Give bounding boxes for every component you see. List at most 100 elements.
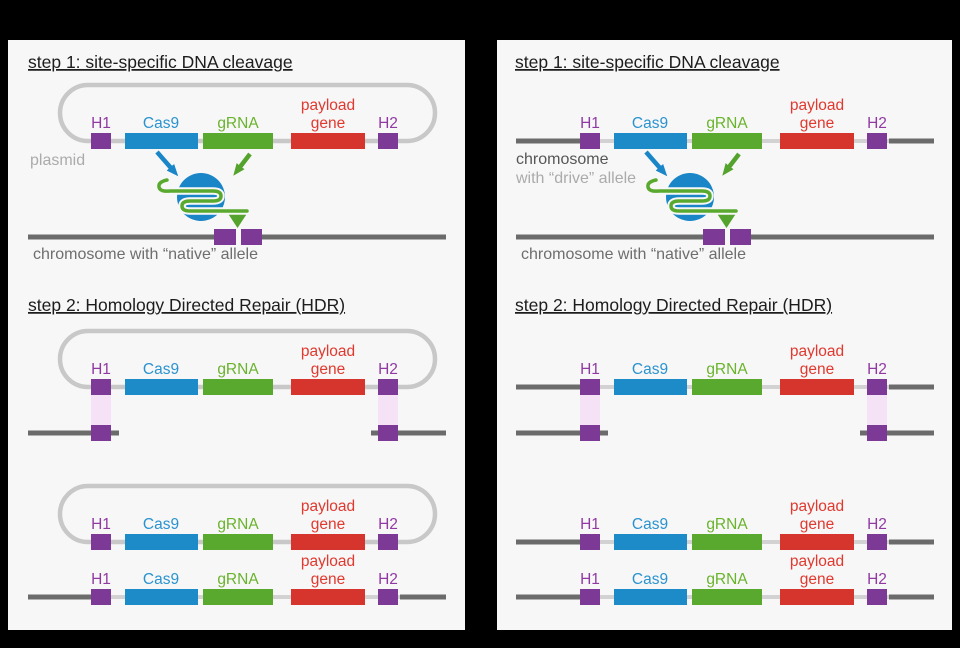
grna-strand <box>646 178 738 213</box>
payload-label-line2: gene <box>311 516 345 533</box>
cas9-block <box>614 133 687 149</box>
payload-block <box>780 379 854 395</box>
cas9-label: Cas9 <box>632 571 668 588</box>
payload-block <box>291 589 365 605</box>
grna-label: gRNA <box>217 361 259 378</box>
cas9-block <box>614 379 687 395</box>
grna-block <box>203 534 273 550</box>
native-h2-block <box>241 229 262 245</box>
drive-allele-label-line2: with “drive” allele <box>515 170 636 187</box>
cas9-arrow-icon <box>155 150 179 177</box>
h1-block <box>580 379 600 395</box>
cas9-block <box>125 379 198 395</box>
payload-label-line1: payload <box>301 553 355 570</box>
h2-label: H2 <box>378 516 398 533</box>
grna-label: gRNA <box>217 516 259 533</box>
cas9-protein-icon <box>644 173 740 228</box>
h1-label: H1 <box>580 516 600 533</box>
payload-block <box>291 133 365 149</box>
h1-label: H1 <box>91 361 111 378</box>
cas9-label: Cas9 <box>143 571 179 588</box>
native-allele-label: chromosome with “native” allele <box>521 246 746 263</box>
panel-drive-chromosome: step 1: site-specific DNA cleavage H1 Ca… <box>497 40 952 630</box>
cut-chromosome <box>516 425 934 441</box>
cas9-label: Cas9 <box>143 361 179 378</box>
cas9-label: Cas9 <box>143 516 179 533</box>
payload-block <box>780 589 854 605</box>
grna-label: gRNA <box>217 571 259 588</box>
h1-block <box>91 534 111 550</box>
payload-label-line1: payload <box>301 343 355 360</box>
native-chromosome <box>516 229 934 245</box>
cas9-label: Cas9 <box>143 115 179 132</box>
payload-label-line1: payload <box>301 498 355 515</box>
grna-block <box>203 589 273 605</box>
cas9-block <box>614 534 687 550</box>
h2-block <box>867 379 887 395</box>
grna-pointer-icon <box>716 212 737 228</box>
repaired-chromosome-row: H1 Cas9 gRNA payload gene H2 <box>28 553 446 605</box>
native-h2-block <box>867 425 887 441</box>
cas9-block <box>614 589 687 605</box>
payload-label-line1: payload <box>790 498 844 515</box>
step1-title: step 1: site-specific DNA cleavage <box>515 52 780 72</box>
h2-block <box>378 379 398 395</box>
grna-block <box>692 534 762 550</box>
cas9-label: Cas9 <box>632 361 668 378</box>
h1-label: H1 <box>91 571 111 588</box>
h2-block <box>867 589 887 605</box>
repaired-chromosome-row: H1 Cas9 gRNA payload gene H2 <box>516 553 934 605</box>
payload-label-line2: gene <box>800 361 834 378</box>
panel-plasmid-canvas: step 1: site-specific DNA cleavage H1 Ca… <box>28 52 446 605</box>
h2-block <box>378 534 398 550</box>
grna-label: gRNA <box>706 516 748 533</box>
plasmid-circle <box>57 328 438 390</box>
cas9-arrow-icon <box>644 150 668 177</box>
grna-label: gRNA <box>706 361 748 378</box>
plasmid-circle <box>57 483 438 545</box>
grna-label: gRNA <box>217 115 259 132</box>
grna-label: gRNA <box>706 571 748 588</box>
panel-plasmid: step 1: site-specific DNA cleavage H1 Ca… <box>8 40 465 630</box>
payload-label-line1: payload <box>790 343 844 360</box>
payload-label-line2: gene <box>800 115 834 132</box>
h1-block <box>91 133 111 149</box>
payload-label-line1: payload <box>790 553 844 570</box>
h2-block <box>867 133 887 149</box>
grna-block <box>203 379 273 395</box>
payload-block <box>780 133 854 149</box>
gene-row: H1 Cas9 gRNA payload gene H2 <box>91 498 398 550</box>
h1-label: H1 <box>91 115 111 132</box>
h2-label: H2 <box>867 516 887 533</box>
native-h1-block <box>580 425 600 441</box>
h2-block <box>378 133 398 149</box>
native-h1-block <box>703 229 725 245</box>
step2-title: step 2: Homology Directed Repair (HDR) <box>28 295 345 315</box>
h1-label: H1 <box>580 115 600 132</box>
cas9-block <box>125 133 198 149</box>
grna-arrow-icon <box>722 152 741 176</box>
drive-chromosome-row: H1 Cas9 gRNA payload gene H2 <box>516 498 934 550</box>
grna-block <box>203 133 273 149</box>
homology-band-h2 <box>867 393 887 427</box>
payload-label-line2: gene <box>311 115 345 132</box>
payload-label-line2: gene <box>311 361 345 378</box>
gene-row: H1 Cas9 gRNA payload gene H2 <box>91 343 398 395</box>
step2-title: step 2: Homology Directed Repair (HDR) <box>515 295 832 315</box>
h2-block <box>867 534 887 550</box>
step1-title: step 1: site-specific DNA cleavage <box>28 52 293 72</box>
h2-label: H2 <box>867 361 887 378</box>
h1-block <box>91 379 111 395</box>
h2-label: H2 <box>867 571 887 588</box>
cas9-label: Cas9 <box>632 516 668 533</box>
h1-label: H1 <box>91 516 111 533</box>
cas9-protein-icon <box>155 173 251 228</box>
h1-block <box>580 534 600 550</box>
h1-label: H1 <box>580 571 600 588</box>
grna-block <box>692 133 762 149</box>
native-chromosome <box>28 229 446 245</box>
drive-chromosome-row: H1 Cas9 gRNA payload gene H2 <box>516 97 934 149</box>
payload-block <box>780 534 854 550</box>
drive-allele-label-line1: chromosome <box>516 151 609 168</box>
h2-label: H2 <box>378 115 398 132</box>
